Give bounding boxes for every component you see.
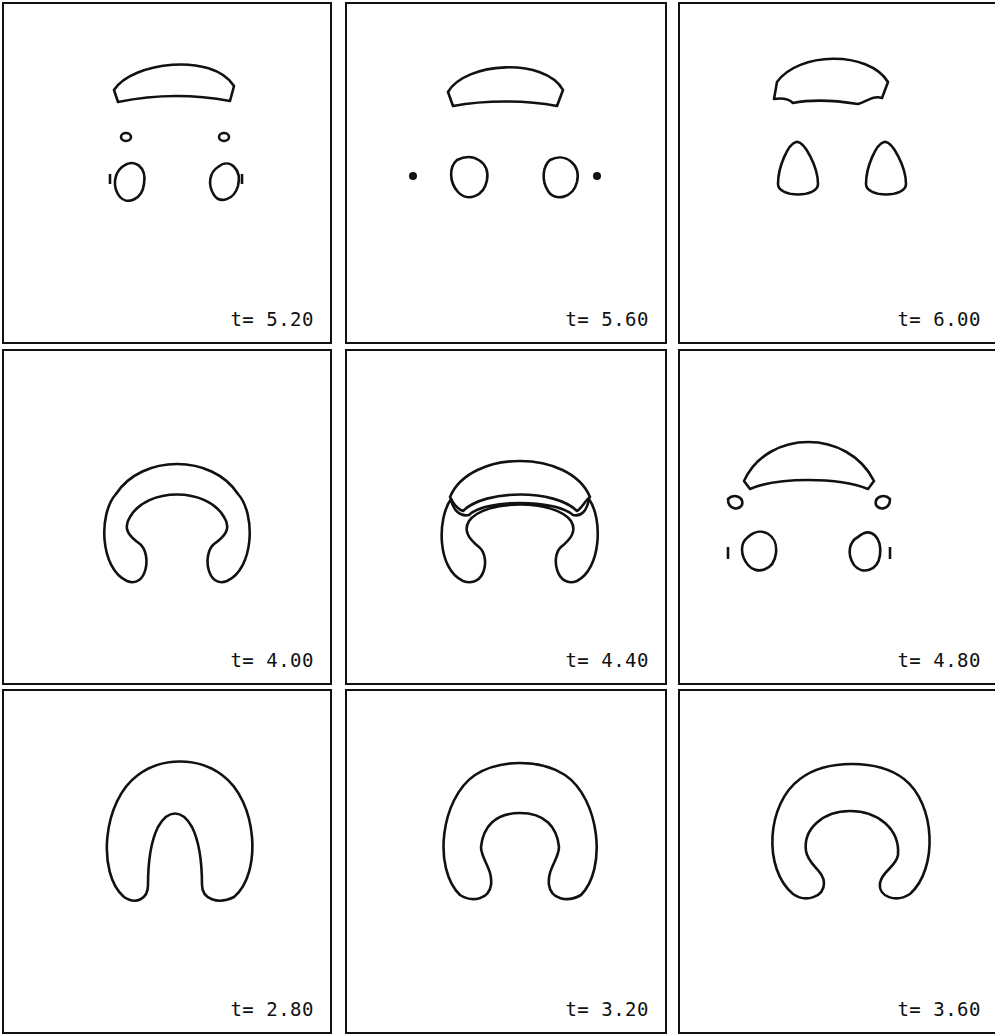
time-panel: t= 6.00 xyxy=(678,2,995,344)
time-panel: t= 4.40 xyxy=(345,349,667,685)
time-label: t= 2.80 xyxy=(230,998,314,1020)
time-label: t= 5.60 xyxy=(565,308,649,330)
bubble-fragments xyxy=(409,67,601,197)
bubble-horseshoe xyxy=(104,464,249,582)
time-panel: t= 3.60 xyxy=(678,689,995,1034)
time-label: t= 3.20 xyxy=(565,998,649,1020)
time-label: t= 4.00 xyxy=(230,649,314,671)
bubble-mushroom xyxy=(772,764,929,898)
bubble-fragments xyxy=(110,64,242,200)
time-label: t= 5.20 xyxy=(230,308,314,330)
bubble-fragments xyxy=(728,442,890,570)
time-label: t= 3.60 xyxy=(897,998,981,1020)
bubble-mushroom xyxy=(444,763,597,899)
time-panel: t= 3.20 xyxy=(345,689,667,1034)
time-panel: t= 5.60 xyxy=(345,2,667,344)
time-panel: t= 5.20 xyxy=(2,2,332,344)
bubble-horseshoe xyxy=(442,461,598,582)
time-panel: t= 4.80 xyxy=(678,349,995,685)
time-panel: t= 4.00 xyxy=(2,349,332,685)
time-panel: t= 2.80 xyxy=(2,689,332,1034)
bubble-mushroom xyxy=(107,762,253,901)
time-label: t= 4.40 xyxy=(565,649,649,671)
time-label: t= 4.80 xyxy=(897,649,981,671)
time-label: t= 6.00 xyxy=(897,308,981,330)
bubble-fragments xyxy=(774,59,906,195)
